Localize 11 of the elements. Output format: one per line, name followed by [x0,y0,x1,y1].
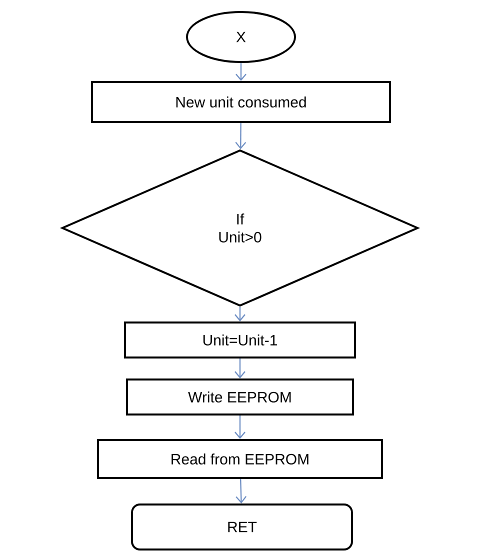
process-box: Read from EEPROM [97,439,383,479]
arrow [234,358,246,378]
arrow [236,478,247,504]
arrow [236,63,246,81]
process-box: New unit consumed [91,81,391,123]
arrow [234,416,246,439]
arrow [234,307,246,322]
process-box: Unit=Unit-1 [124,322,356,358]
arrow [235,123,246,150]
process-box: Write EEPROM [126,378,354,416]
end-terminal: RET [131,504,353,550]
